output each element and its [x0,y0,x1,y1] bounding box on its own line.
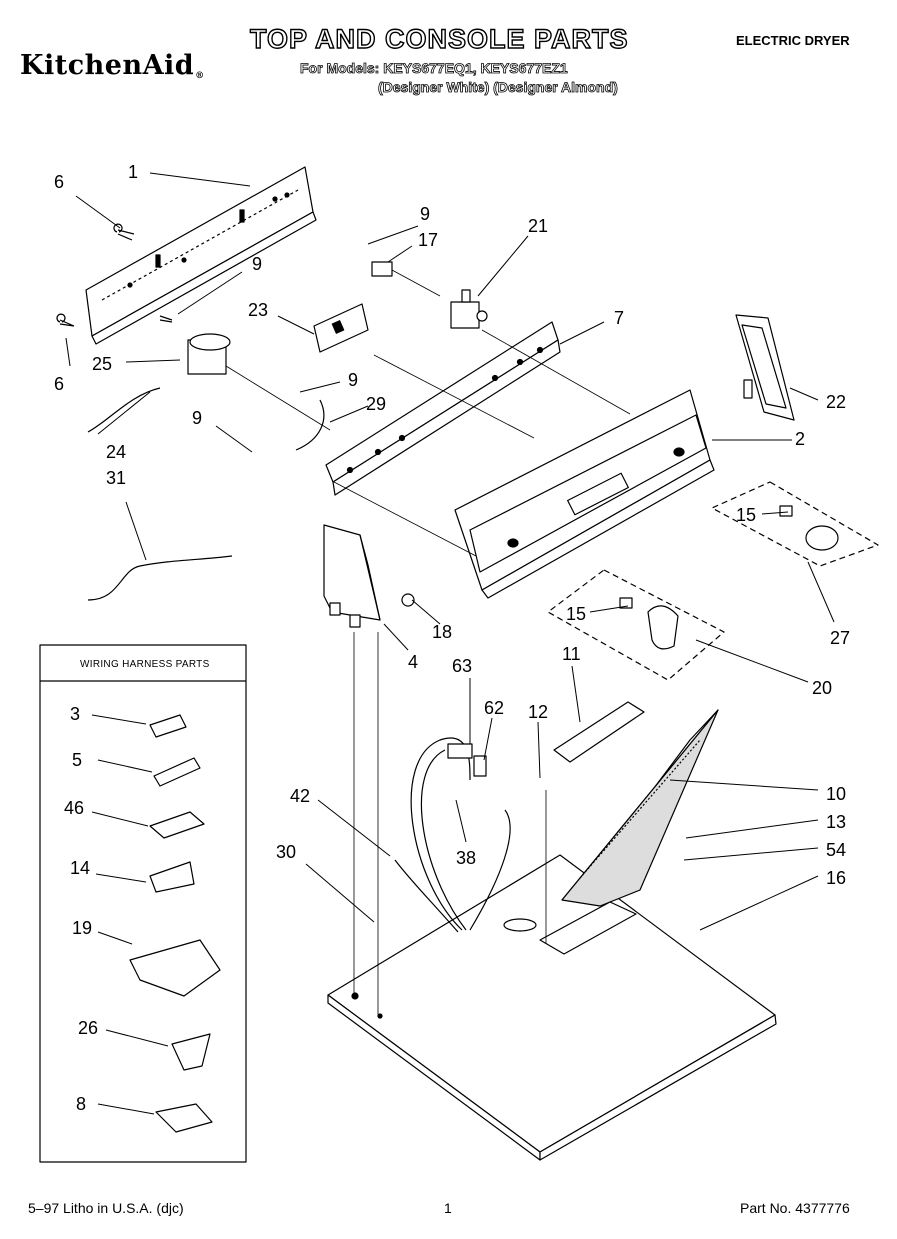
callout-label: 26 [78,1018,98,1038]
callout-label: 6 [54,172,64,192]
callout-label: 16 [826,868,846,888]
callout-label: 17 [418,230,438,250]
callout-label: 15 [736,505,756,525]
callout-label: 3 [70,704,80,724]
part-number: Part No. 4377776 [740,1200,850,1216]
brand-logo: KitchenAid® [20,50,205,81]
lint-screen [553,701,645,763]
callout-label: 9 [252,254,262,274]
knob-group-27 [711,481,879,567]
wire-part-31 [87,555,233,601]
document-type: ELECTRIC DRYER [736,33,850,48]
callout-label: 30 [276,842,296,862]
wiring-harness-inset [39,644,247,1163]
callout-label: 63 [452,656,472,676]
callout-label: 27 [830,628,850,648]
screw-part-6 [56,223,173,327]
page-number: 1 [444,1200,452,1216]
callout-label: 20 [812,678,832,698]
callout-label: 24 [106,442,126,462]
timer [187,333,231,375]
callout-label: 22 [826,392,846,412]
callout-label: 21 [528,216,548,236]
callout-label: 62 [484,698,504,718]
console-panel [454,389,715,599]
connector-part-17 [371,261,393,277]
litho-note: 5–97 Litho in U.S.A. (djc) [28,1200,184,1216]
wire-part-24 [87,387,161,433]
callout-labels: 1234566789999101112131415151617181920212… [54,162,850,1114]
exploded-parts-diagram: 1234566789999101112131415151617181920212… [39,162,879,1163]
timer-motor [450,289,488,329]
callout-label: 38 [456,848,476,868]
cabinet-top [327,854,777,1161]
callout-label: 9 [192,408,202,428]
callout-label: 9 [420,204,430,224]
switch-block [313,303,369,353]
callout-label: 11 [562,644,581,664]
model-variants: (Designer White) (Designer Almond) [378,79,619,96]
page-title: TOP AND CONSOLE PARTS [249,23,629,54]
lint-opening [539,901,637,955]
callout-label: 4 [408,652,418,672]
callout-label: 2 [795,429,805,449]
callout-label: 5 [72,750,82,770]
callout-label: 7 [614,308,624,328]
callout-label: 42 [290,786,310,806]
inset-title: WIRING HARNESS PARTS [80,659,210,670]
callout-label: 1 [128,162,138,182]
knob-group-20 [547,569,725,681]
callout-label: 29 [366,394,386,414]
wiring-harness [394,737,511,933]
callout-label: 46 [64,798,84,818]
wire-part-29 [295,399,325,451]
callout-label: 14 [70,858,90,878]
callout-label: 25 [92,354,112,374]
console-rail [325,321,561,496]
callout-label: 31 [106,468,126,488]
inset-leader-lines [91,714,169,1115]
callout-label: 19 [72,918,92,938]
callout-label: 9 [348,370,358,390]
callout-label: 15 [566,604,586,624]
callout-label: 54 [826,840,846,860]
registered-mark: ® [195,71,205,81]
callout-label: 10 [826,784,846,804]
harness-part-icons [129,714,221,1133]
assembly-lines [225,269,631,1016]
model-numbers: For Models: KEYS677EQ1, KEYS677EZ1 [300,60,568,77]
callout-label: 23 [248,300,268,320]
side-end-cap [735,314,795,421]
brand-name: KitchenAid [20,50,195,81]
callout-label: 12 [528,702,548,722]
callout-label: 6 [54,374,64,394]
callout-label: 8 [76,1094,86,1114]
leader-lines [65,172,835,931]
rear-panel-bracket [85,166,317,345]
console-end-cap [323,524,415,628]
callout-label: 18 [432,622,452,642]
lint-duct [561,709,719,907]
callout-label: 13 [826,812,846,832]
